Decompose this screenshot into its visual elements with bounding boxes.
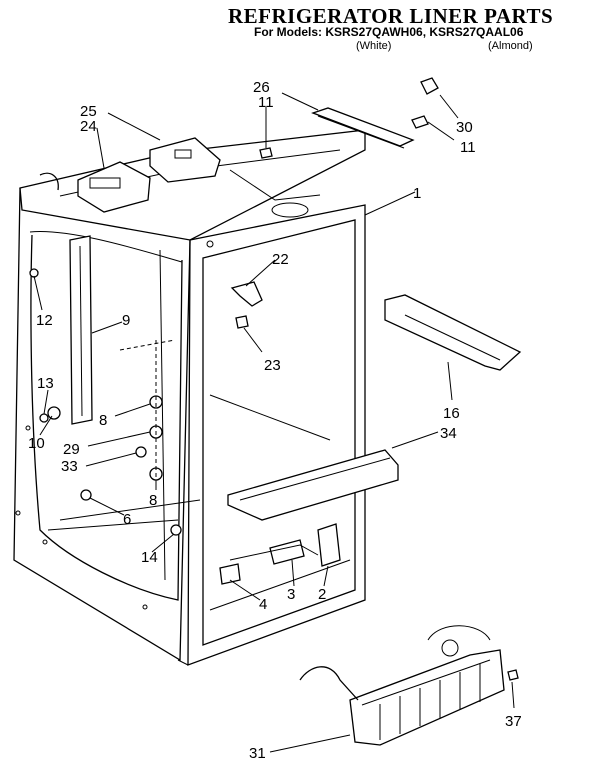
part-6-clip bbox=[80, 489, 92, 501]
callout-23: 23 bbox=[264, 357, 281, 374]
part-9-rail bbox=[69, 235, 93, 425]
diagram-title: REFRIGERATOR LINER PARTS bbox=[228, 4, 554, 28]
callout-6: 6 bbox=[123, 511, 131, 528]
part-16-rail bbox=[384, 294, 522, 371]
callout-30: 30 bbox=[456, 119, 473, 136]
part-2-switch bbox=[317, 523, 341, 567]
part-14-clip bbox=[170, 524, 182, 536]
part-3-bracket bbox=[269, 539, 305, 565]
liner-body bbox=[13, 129, 366, 666]
part-34-shelf bbox=[227, 449, 399, 521]
part-24-housing bbox=[77, 161, 151, 213]
part-10-grommet bbox=[47, 406, 61, 420]
callout-16: 16 bbox=[443, 405, 460, 422]
callout-25: 25 bbox=[80, 103, 97, 120]
part-30-clip bbox=[420, 77, 439, 95]
callout-14: 14 bbox=[141, 549, 158, 566]
callout-22: 22 bbox=[272, 251, 289, 268]
part-4-clip bbox=[219, 563, 241, 585]
callout-12: 12 bbox=[36, 312, 53, 329]
part-31-ice-tray bbox=[299, 625, 505, 746]
part-25-cover bbox=[149, 137, 221, 183]
variant-almond-label: (Almond) bbox=[488, 40, 533, 52]
callout-10: 10 bbox=[28, 435, 45, 452]
variant-white-label: (White) bbox=[356, 40, 392, 52]
callout-31: 31 bbox=[249, 745, 266, 762]
callout-11-upper: 11 bbox=[258, 94, 274, 111]
callout-11-right: 11 bbox=[460, 139, 476, 156]
part-12-clip bbox=[29, 268, 39, 278]
part-22-bracket bbox=[230, 281, 263, 307]
wire-24 bbox=[39, 172, 59, 191]
part-33-bulb bbox=[135, 446, 147, 458]
callout-26: 26 bbox=[253, 79, 270, 96]
part-37-screw bbox=[507, 669, 519, 681]
callout-4: 4 bbox=[259, 596, 267, 613]
part-26-channel bbox=[311, 107, 415, 149]
callout-labels: 1 2 3 4 6 8 8 9 10 11 11 12 13 14 16 22 … bbox=[28, 79, 522, 762]
callout-33: 33 bbox=[61, 458, 78, 475]
callout-1: 1 bbox=[413, 185, 421, 202]
part-11-screw-b bbox=[411, 115, 429, 129]
callout-37: 37 bbox=[505, 713, 522, 730]
callout-29: 29 bbox=[63, 441, 80, 458]
part-11-screw-a bbox=[259, 147, 273, 159]
callout-24: 24 bbox=[80, 118, 97, 135]
part-23-screw bbox=[235, 315, 249, 329]
models-line: For Models: KSRS27QAWH06, KSRS27QAAL06 bbox=[254, 25, 524, 39]
callout-9: 9 bbox=[122, 312, 130, 329]
callout-8-upper: 8 bbox=[99, 412, 107, 429]
callout-34: 34 bbox=[440, 425, 457, 442]
part-13-clip bbox=[39, 413, 49, 423]
callout-2: 2 bbox=[318, 586, 326, 603]
callout-8-lower: 8 bbox=[149, 492, 157, 509]
callout-3: 3 bbox=[287, 586, 295, 603]
callout-13: 13 bbox=[37, 375, 54, 392]
leader-lines bbox=[33, 92, 515, 753]
